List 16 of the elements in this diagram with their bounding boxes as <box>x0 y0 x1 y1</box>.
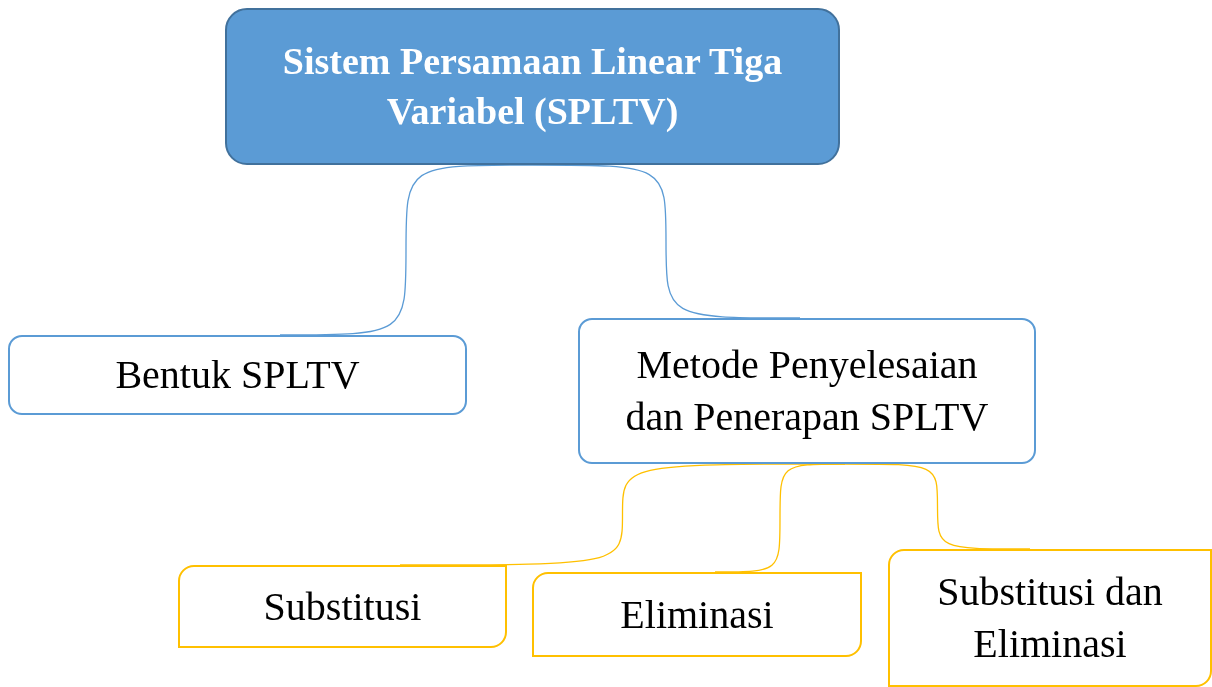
node-label: Bentuk SPLTV <box>114 351 361 399</box>
curved-connector <box>531 164 801 319</box>
node-label: Substitusi dan Eliminasi <box>936 568 1164 668</box>
curved-connector <box>279 164 533 336</box>
method-box <box>888 549 1212 687</box>
method-box <box>178 565 507 648</box>
curved-connector <box>844 463 1031 550</box>
topic-box <box>225 8 840 165</box>
topic-title: Sistem Persamaan Linear Tiga Variabel (SPLTV) <box>281 39 784 134</box>
method-box <box>532 572 862 657</box>
subtopic-box <box>578 318 1036 464</box>
subtopic-box <box>8 335 467 415</box>
node-label: Eliminasi <box>619 590 775 639</box>
node-label: Metode Penyelesaian dan Penerapan SPLTV <box>624 341 990 441</box>
curved-connector <box>714 463 846 573</box>
node-label: Substitusi <box>262 582 423 631</box>
